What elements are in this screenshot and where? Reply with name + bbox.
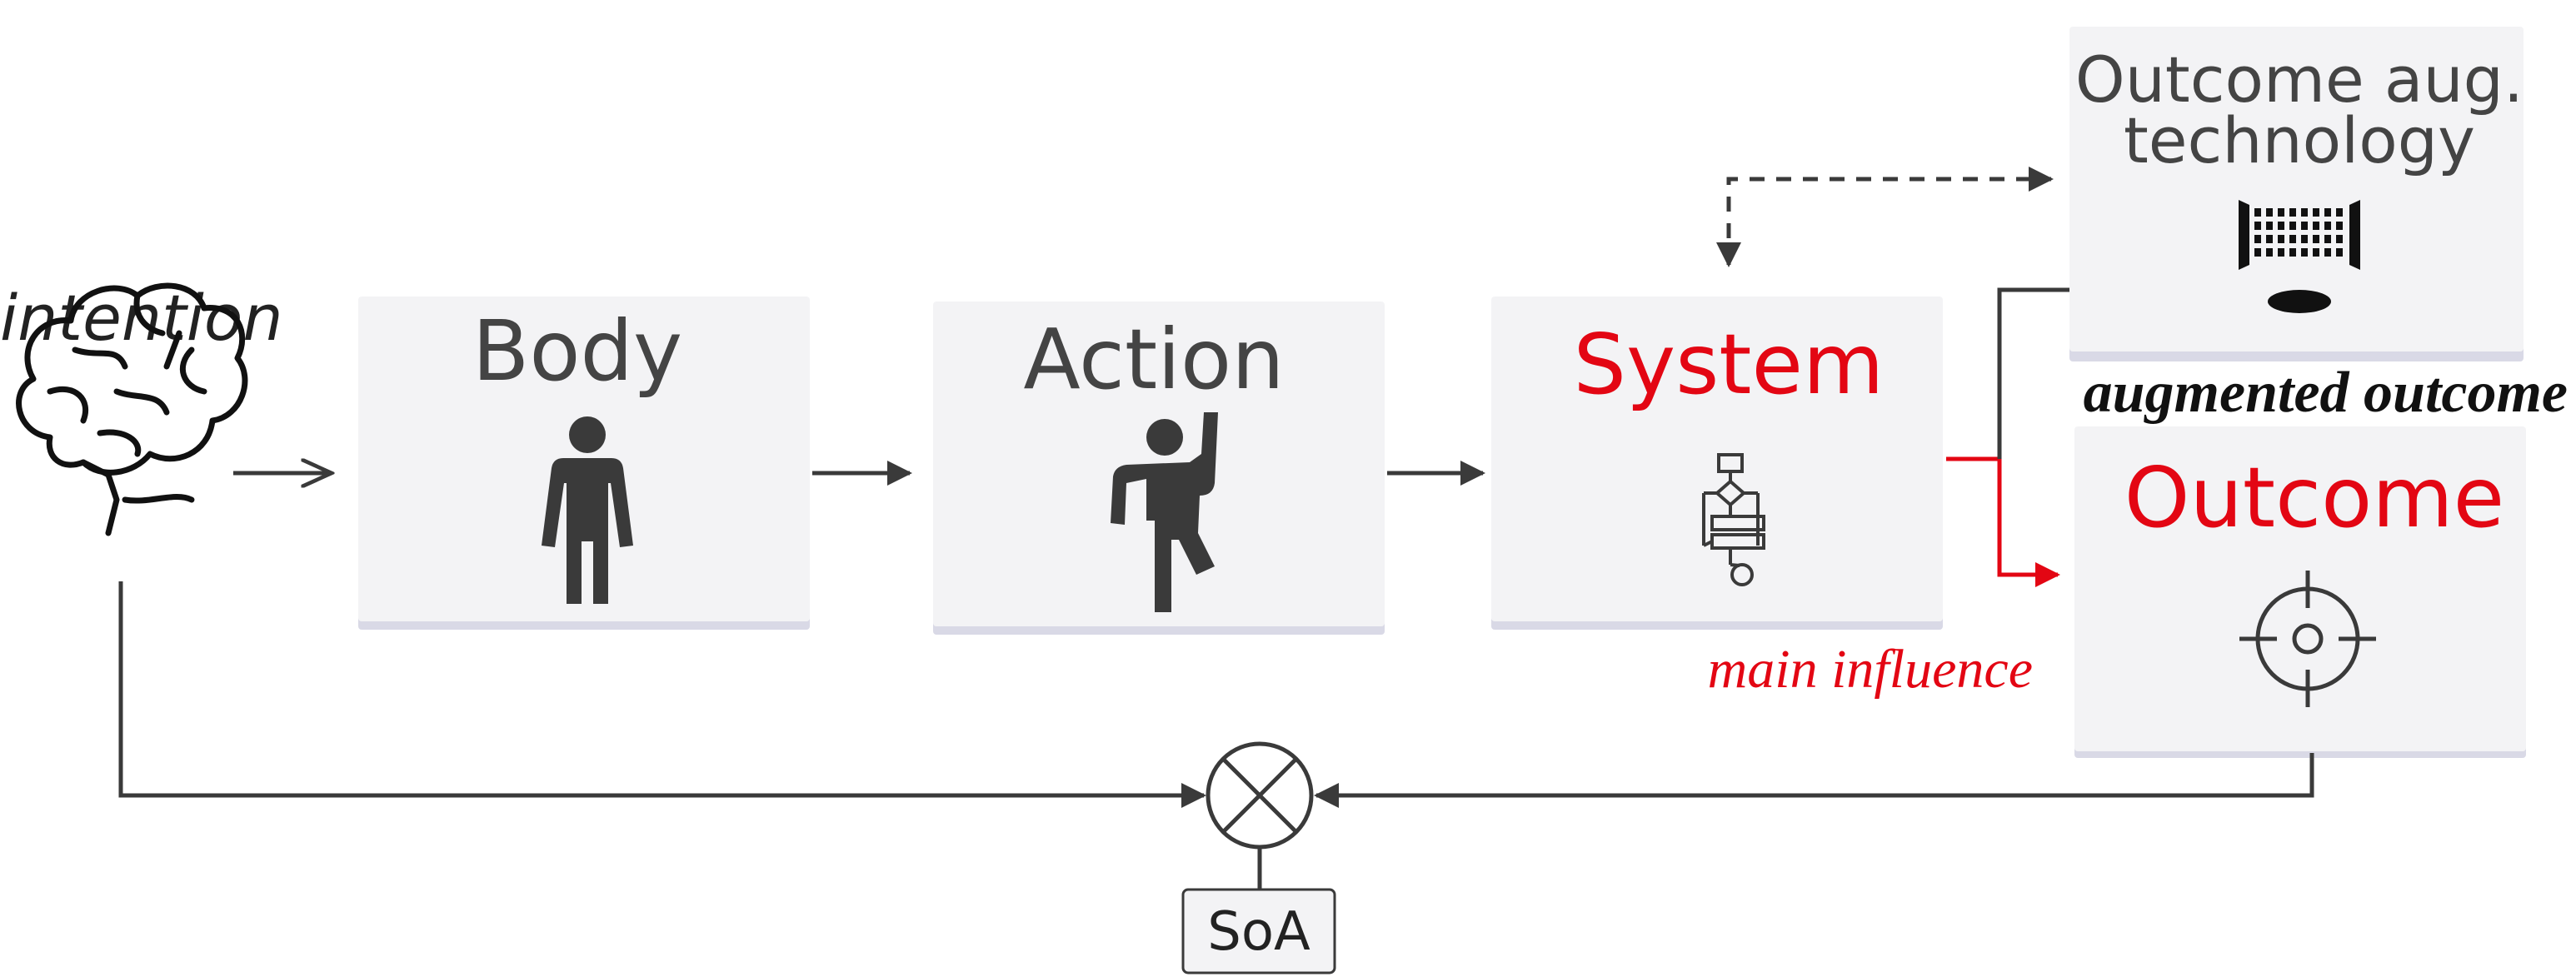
feedback-outcome-comparator (1314, 753, 2314, 808)
dashed-arrow-system-tech (1716, 167, 2054, 267)
body-node: Body (358, 297, 810, 630)
comparator-icon (1206, 741, 1314, 850)
augmented-outcome-label: augmented outcome (2084, 361, 2568, 425)
soa-label: SoA (1207, 901, 1310, 963)
flowchart-icon (1702, 453, 1765, 586)
feedback-intention-comparator (118, 581, 1206, 808)
red-arrow-system-outcome (1946, 456, 2060, 587)
soa-box: SoA (1181, 888, 1336, 975)
target-icon (2239, 571, 2376, 707)
projector-icon (2239, 200, 2360, 313)
outcome-node: Outcome (2074, 426, 2526, 758)
main-influence-label: main influence (1708, 639, 2033, 700)
tech-label-line1: Outcome aug. (2075, 42, 2524, 117)
active-person-icon (1111, 412, 1218, 612)
action-label: Action (1023, 311, 1284, 408)
action-node: Action (933, 302, 1385, 635)
tech-label-line2: technology (2124, 103, 2475, 177)
outcome-label: Outcome (2124, 449, 2504, 546)
brain-icon (16, 282, 248, 536)
body-label: Body (472, 302, 682, 400)
line-tech-junction (1997, 287, 2069, 459)
system-label: System (1574, 316, 1885, 413)
system-node: System (1491, 297, 1943, 630)
standing-person-icon (542, 416, 633, 604)
tech-node: Outcome aug. technology (2069, 27, 2524, 361)
